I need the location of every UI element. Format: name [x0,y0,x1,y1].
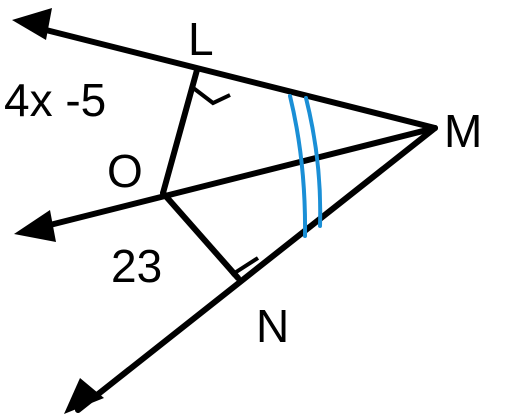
ray-MN [75,125,438,413]
label-O: O [107,145,143,197]
label-M: M [444,105,482,157]
right-angle-mark-L [190,85,231,106]
label-L: L [188,13,214,65]
angle-arc-inner [304,96,323,228]
segment-OL [160,67,200,196]
arrowhead-N [64,378,104,414]
label-segment-ON: 23 [111,240,162,292]
label-segment-OL: 4x -5 [4,74,106,126]
angle-arc-outer [288,94,308,238]
arrowhead-L [12,8,52,40]
ray-ML [27,23,438,131]
ray-MO [27,125,438,233]
right-angle-mark-N [218,255,260,277]
arrowhead-O [14,210,56,242]
label-N: N [256,300,289,352]
